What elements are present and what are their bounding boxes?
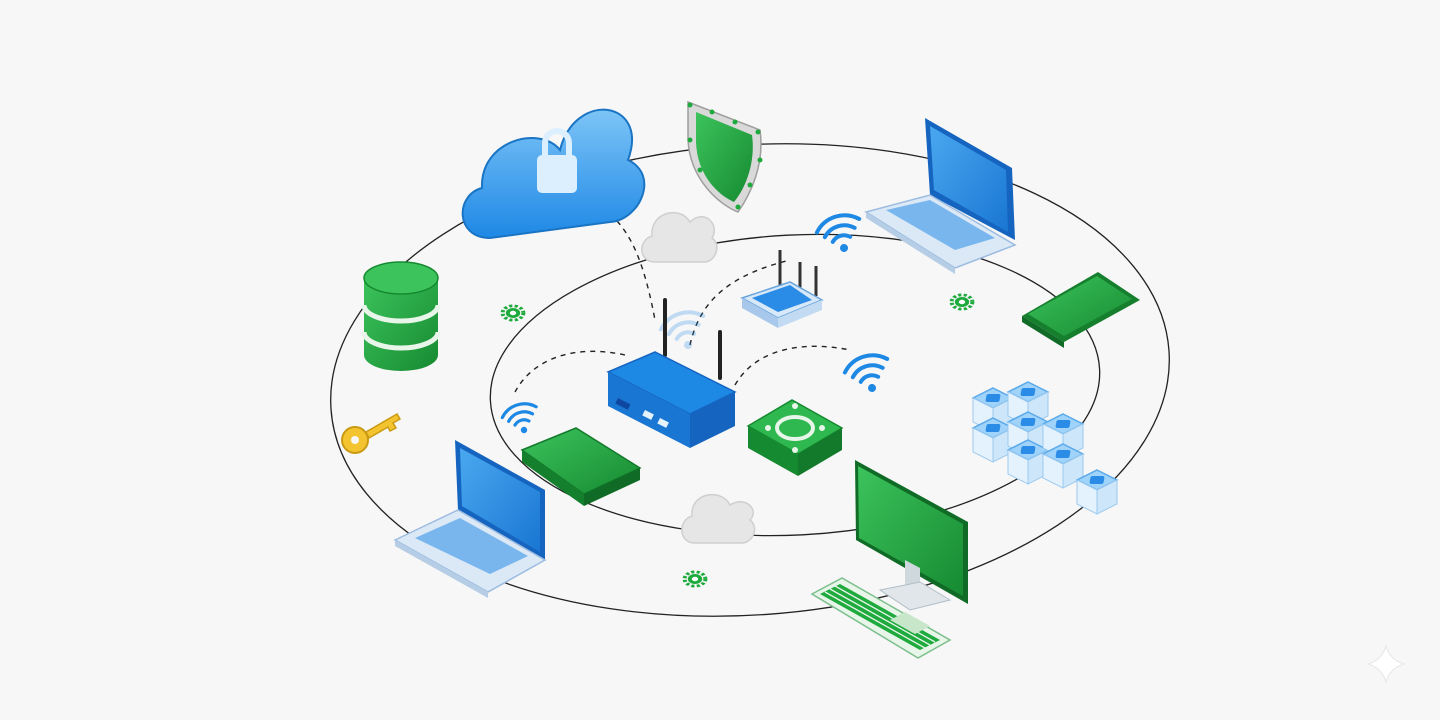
server-stack-icon <box>972 381 1118 515</box>
cloud-icon-bottom <box>681 493 756 544</box>
gear-icon-bottom <box>685 572 706 586</box>
key-icon <box>341 412 402 454</box>
sparkle-icon <box>1366 644 1406 684</box>
gear-icon-right <box>952 295 973 309</box>
modem-icon <box>520 427 642 506</box>
keyboard-icon <box>810 577 952 659</box>
link-hub <box>734 345 851 386</box>
database-icon <box>361 261 441 371</box>
router-icon <box>606 298 737 448</box>
cloud-icon-top <box>641 211 718 263</box>
shield-icon <box>687 100 763 213</box>
tablet-icon <box>1022 272 1140 348</box>
laptop-icon-top-right <box>864 118 1017 274</box>
access-point-icon <box>740 250 824 328</box>
hub-icon <box>746 399 844 476</box>
wifi-icon-left <box>498 399 542 439</box>
link-cloud-lock <box>574 194 656 321</box>
cloud-lock-icon <box>461 108 646 240</box>
link-modem <box>514 350 626 393</box>
gear-icon-left <box>503 306 524 320</box>
inner-orbit <box>489 233 1101 537</box>
monitor-icon <box>855 460 968 611</box>
link-access-point <box>689 259 791 346</box>
wifi-icon-right <box>840 350 895 399</box>
laptop-icon-bottom-left <box>393 440 547 598</box>
dashed-connections <box>514 194 851 393</box>
